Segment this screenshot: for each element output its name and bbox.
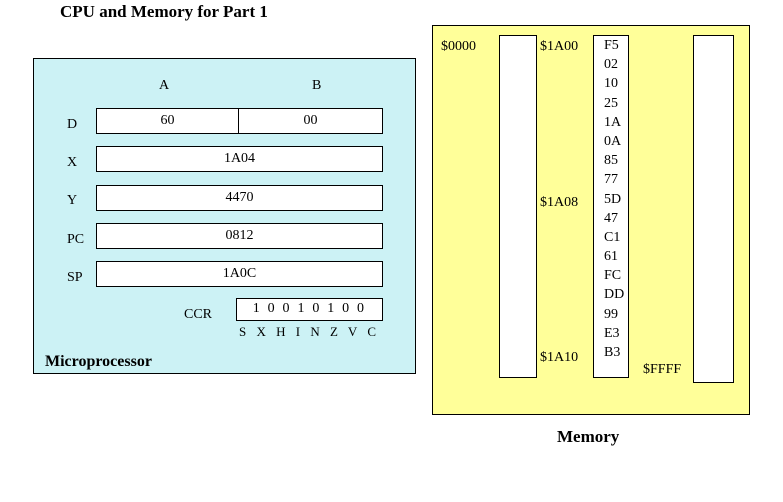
reg-sp-value: 1A0C — [222, 266, 257, 281]
memory-byte: C1 — [604, 229, 621, 245]
reg-x-label: X — [67, 155, 78, 170]
memory-byte: E3 — [604, 325, 620, 341]
memory-column-right — [693, 35, 734, 383]
memory-byte: 85 — [604, 153, 618, 169]
ccr-bits-value: 1 0 0 1 0 1 0 0 — [252, 301, 367, 316]
memory-byte: 47 — [604, 210, 618, 226]
reg-pc-box: 0812 — [96, 223, 383, 249]
addr-1a10-label: $1A10 — [540, 350, 579, 365]
reg-a-value: 60 — [160, 113, 175, 128]
memory-byte: B3 — [604, 345, 621, 360]
addr-1a08-label: $1A08 — [540, 195, 579, 210]
addr-end-label: $FFFF — [643, 362, 682, 377]
reg-x-box: 1A04 — [96, 146, 383, 172]
microprocessor-label: Microprocessor — [45, 353, 152, 370]
memory-byte: 77 — [604, 172, 618, 188]
memory-column-bytes — [593, 35, 629, 378]
addr-1a00-label: $1A00 — [540, 39, 579, 54]
memory-byte: 99 — [604, 306, 618, 322]
memory-byte: 0A — [604, 133, 622, 149]
memory-bytes-list: F5 02 10 25 1A 0A 85 77 5D 47 C1 61 FC D… — [593, 36, 629, 362]
reg-x-value: 1A04 — [223, 151, 256, 166]
memory-byte: 02 — [604, 57, 618, 73]
memory-byte: FC — [604, 268, 622, 284]
ccr-label: CCR — [184, 307, 213, 322]
memory-column-left — [499, 35, 537, 378]
col-b-label: B — [312, 78, 322, 93]
reg-pc-value: 0812 — [225, 228, 254, 243]
reg-y-label: Y — [67, 193, 78, 208]
page-title: CPU and Memory for Part 1 — [60, 2, 268, 21]
col-a-label: A — [159, 78, 170, 93]
memory-byte: 5D — [604, 191, 622, 207]
reg-sp-box: 1A0C — [96, 261, 383, 287]
memory-byte: 1A — [604, 114, 622, 130]
reg-y-box: 4470 — [96, 185, 383, 211]
memory-byte: F5 — [604, 38, 619, 53]
ccr-bits-box: 1 0 0 1 0 1 0 0 — [236, 298, 383, 321]
memory-byte: DD — [604, 287, 625, 303]
reg-b-box: 00 — [238, 108, 383, 134]
memory-label: Memory — [557, 427, 620, 446]
reg-a-box: 60 — [96, 108, 239, 134]
memory-byte: 10 — [604, 76, 618, 92]
reg-d-label: D — [67, 117, 78, 132]
memory-byte: 25 — [604, 95, 618, 111]
memory-byte: 61 — [604, 249, 618, 265]
addr-start-label: $0000 — [441, 39, 476, 54]
reg-b-value: 00 — [303, 113, 318, 128]
reg-pc-label: PC — [67, 232, 85, 247]
reg-y-value: 4470 — [225, 190, 254, 205]
ccr-flags: S X H I N Z V C — [239, 324, 380, 339]
reg-sp-label: SP — [67, 270, 83, 285]
